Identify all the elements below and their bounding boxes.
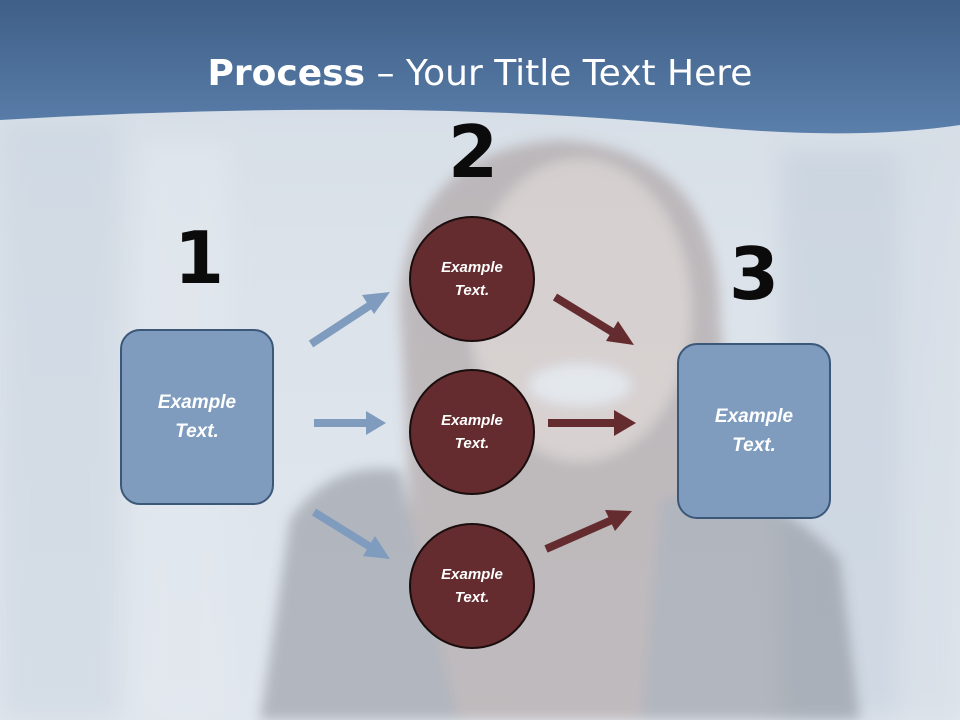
blue-arrow-down: [311, 508, 390, 559]
step-number-1: 1: [173, 216, 225, 300]
step-number-3: 3: [728, 232, 780, 316]
step-number-2: 2: [447, 110, 499, 194]
circle-bottom: Example Text.: [409, 523, 535, 649]
circle-bottom-text: Example Text.: [441, 566, 503, 606]
right-step-box: Example Text.: [677, 343, 831, 519]
left-step-box-text: Example Text.: [157, 392, 237, 442]
slide-title: Process – Your Title Text Here: [0, 52, 960, 96]
title-rest: – Your Title Text Here: [365, 53, 753, 94]
right-step-box-text: Example Text.: [714, 406, 794, 456]
circle-middle-text: Example Text.: [441, 412, 503, 452]
left-step-box: Example Text.: [120, 329, 274, 505]
circle-middle: Example Text.: [409, 369, 535, 495]
circle-top-text: Example Text.: [441, 259, 503, 299]
red-arrow-down: [552, 293, 634, 345]
blue-arrow-right: [314, 411, 386, 435]
circle-top: Example Text.: [409, 216, 535, 342]
blue-arrow-up: [308, 292, 390, 348]
red-arrow-right: [548, 410, 636, 436]
title-bold: Process: [207, 53, 366, 94]
red-arrow-up: [544, 510, 632, 553]
